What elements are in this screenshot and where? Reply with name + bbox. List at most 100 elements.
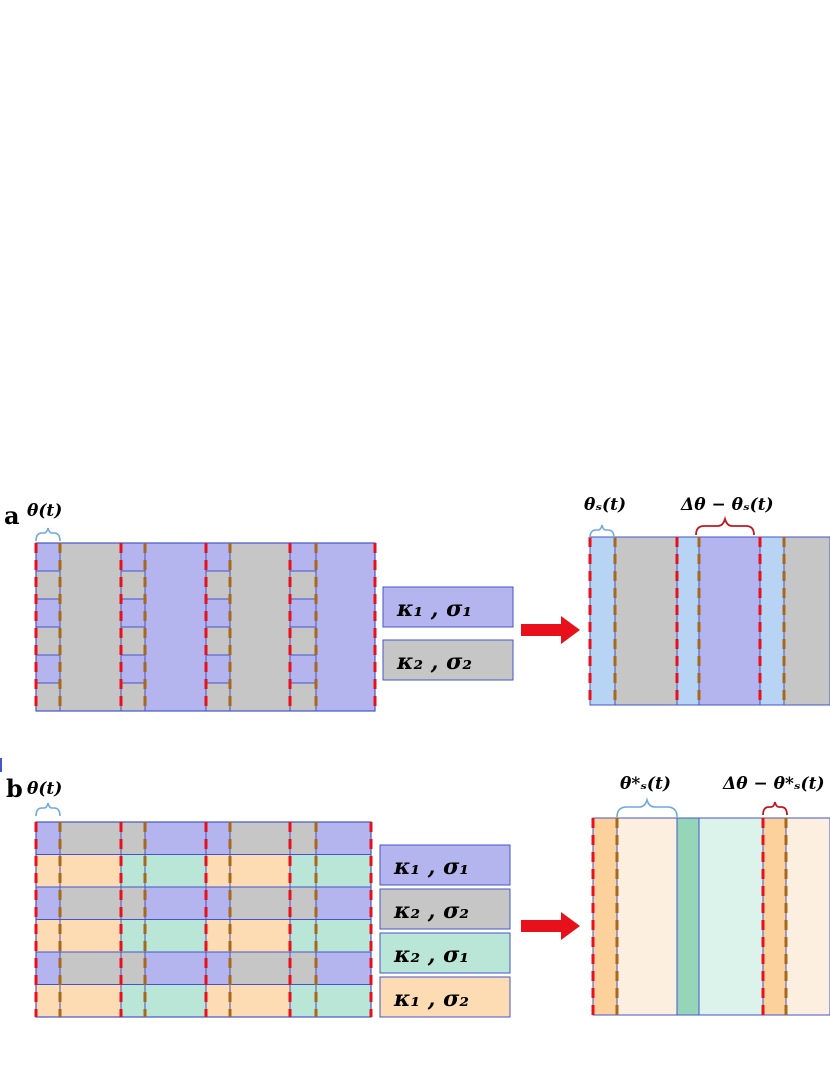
- layer-cell: [289, 682, 317, 712]
- layer-cell: [144, 854, 207, 888]
- layer-cell: [144, 886, 207, 920]
- gray-band: [60, 543, 121, 711]
- strip-band: [614, 536, 678, 706]
- legend-swatch-b-k1-s1: [379, 844, 511, 886]
- grid-outline: [35, 821, 372, 1018]
- layer-cell: [205, 682, 231, 712]
- layer-cell: [144, 821, 207, 855]
- panel-b-layered-grid: [34, 821, 373, 1018]
- layer-cell: [59, 821, 122, 855]
- layer-cell: [289, 886, 317, 920]
- layer-cell: [289, 598, 317, 628]
- layer-cell: [35, 654, 61, 684]
- layer-cell: [315, 854, 372, 888]
- legend-swatch-k1-s1: [382, 586, 514, 628]
- panel-a-theta-brace-icon: [35, 527, 61, 542]
- strip-band: [698, 817, 764, 1016]
- layer-cell: [289, 654, 317, 684]
- layer-cell: [35, 626, 61, 656]
- layer-cell: [205, 821, 231, 855]
- legend-label-b-k1-s2: κ₁ , σ₂: [393, 986, 469, 1012]
- panel-b: b θ(t) κ₁ , σ₁ κ₂ , σ₂ κ₂ , σ₁ κ₁ , σ₂ θ…: [6, 774, 830, 1018]
- layer-cell: [120, 951, 146, 985]
- panel-b-homogenized-strip: [591, 817, 830, 1016]
- strip-band: [676, 536, 700, 706]
- strip-band: [592, 817, 618, 1016]
- layer-cell: [205, 542, 231, 572]
- layer-cell: [120, 654, 146, 684]
- layer-cell: [35, 598, 61, 628]
- layer-cell: [289, 854, 317, 888]
- strip-band: [762, 817, 787, 1016]
- layer-cell: [120, 682, 146, 712]
- layer-cell: [315, 951, 372, 985]
- layer-cell: [205, 984, 231, 1018]
- layer-cell: [205, 886, 231, 920]
- panel-a: a θ(t) κ₁ , σ₁ κ₂ , σ₂ θₛ(t) Δθ − θₛ(t): [4, 495, 830, 712]
- layer-cell: [289, 542, 317, 572]
- legend-label-k1-s1: κ₁ , σ₁: [396, 596, 472, 622]
- legend-swatch-b-k2-s2: [379, 888, 511, 930]
- legend-label-b-k2-s1: κ₂ , σ₁: [393, 942, 469, 968]
- layer-cell: [59, 984, 122, 1018]
- layer-cell: [205, 654, 231, 684]
- layer-cell: [205, 598, 231, 628]
- layer-cell: [35, 542, 61, 572]
- layer-cell: [229, 951, 291, 985]
- panel-a-homogenized-strip: [588, 536, 830, 706]
- panel-a-legend: κ₁ , σ₁ κ₂ , σ₂: [382, 586, 514, 681]
- panel-a-layered-grid: [34, 542, 377, 712]
- layer-cell: [59, 886, 122, 920]
- legend-swatch-k2-s2: [382, 639, 514, 681]
- panel-b-delta-theta-brace-icon: [762, 801, 788, 816]
- strip-band: [783, 536, 830, 706]
- layer-cell: [144, 984, 207, 1018]
- legend-swatch-b-k2-s1: [379, 932, 511, 974]
- panel-a-theta-s-label: θₛ(t): [584, 495, 626, 515]
- strip-band: [785, 817, 830, 1016]
- layer-cell: [315, 886, 372, 920]
- legend-swatch-b-k1-s2: [379, 976, 511, 1018]
- layer-cell: [120, 570, 146, 600]
- layer-cell: [35, 984, 61, 1018]
- panel-b-theta-label: θ(t): [27, 779, 62, 799]
- strip-band: [676, 817, 700, 1016]
- layer-cell: [229, 821, 291, 855]
- panel-a-right-arrow-icon: [521, 616, 580, 644]
- layer-cell: [229, 854, 291, 888]
- panel-a-delta-theta-brace-icon: [695, 515, 755, 536]
- layer-cell: [205, 919, 231, 953]
- layer-cell: [35, 886, 61, 920]
- layer-cell: [289, 919, 317, 953]
- panel-b-delta-theta-label: Δθ − θ*ₛ(t): [722, 774, 825, 794]
- layer-cell: [120, 821, 146, 855]
- layer-cell: [315, 821, 372, 855]
- layer-cell: [144, 951, 207, 985]
- layer-cell: [205, 626, 231, 656]
- strip-band: [759, 536, 785, 706]
- layer-cell: [315, 984, 372, 1018]
- layer-cell: [120, 919, 146, 953]
- panel-b-label: b: [6, 774, 23, 803]
- layer-cell: [144, 919, 207, 953]
- layer-cell: [35, 951, 61, 985]
- layer-cell: [35, 570, 61, 600]
- legend-label-b-k1-s1: κ₁ , σ₁: [393, 854, 469, 880]
- panel-a-label: a: [4, 501, 20, 530]
- strip-band: [589, 536, 616, 706]
- layer-cell: [59, 951, 122, 985]
- panel-b-legend: κ₁ , σ₁ κ₂ , σ₂ κ₂ , σ₁ κ₁ , σ₂: [379, 844, 511, 1018]
- layer-cell: [120, 984, 146, 1018]
- layer-cell: [289, 984, 317, 1018]
- panel-b-right-arrow-icon: [521, 912, 580, 940]
- layer-cell: [35, 682, 61, 712]
- layer-cell: [120, 886, 146, 920]
- layer-cell: [229, 919, 291, 953]
- layer-cell: [120, 854, 146, 888]
- layer-cell: [59, 919, 122, 953]
- layer-cell: [120, 626, 146, 656]
- panel-b-theta-s-star-brace-icon: [616, 797, 678, 818]
- legend-label-b-k2-s2: κ₂ , σ₂: [393, 898, 469, 924]
- layer-cell: [35, 821, 61, 855]
